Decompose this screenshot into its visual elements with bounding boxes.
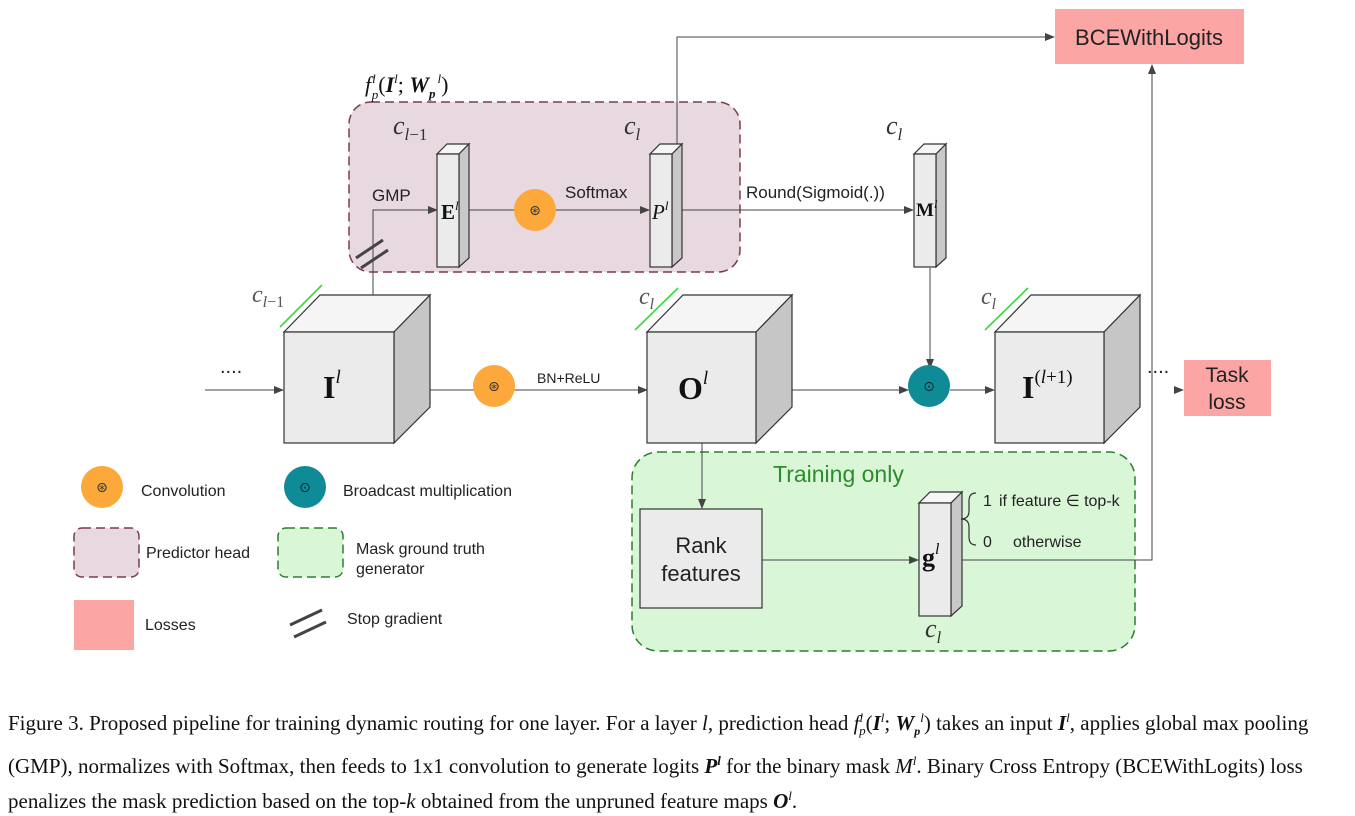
conv-circle-top: ⊛ <box>514 189 556 231</box>
legend-mask-gt-swatch <box>277 527 344 578</box>
legend-broadcast-icon: ⊙ <box>284 466 326 508</box>
task-loss-label-1: Task <box>1205 364 1249 387</box>
i-cube <box>282 293 432 445</box>
legend-losses: Losses <box>145 617 196 634</box>
bce-loss-box <box>1055 9 1244 64</box>
topk-otherwise: otherwise <box>1013 534 1082 551</box>
caption-var-l: l <box>702 711 708 735</box>
topk-brace <box>960 492 977 546</box>
broadcast-circle-main: ⊙ <box>908 365 950 407</box>
gmp-path <box>372 206 438 295</box>
legend-broadcast: Broadcast multiplication <box>343 483 512 500</box>
ellipsis-right: .... <box>1147 356 1169 378</box>
bn-relu-label: BN+ReLU <box>537 370 600 386</box>
legend-mask-gt-1: Mask ground truth <box>356 541 485 558</box>
legend-convolution: Convolution <box>141 483 226 500</box>
caption-part-4: , applies global max pooling (GMP), norm… <box>8 711 1309 779</box>
m-label: Ml <box>916 197 938 221</box>
legend-losses-swatch <box>74 600 134 650</box>
legend-convolution-icon: ⊛ <box>81 466 123 508</box>
e-label: El <box>441 198 459 224</box>
topk-zero: 0 <box>983 534 992 551</box>
c-l-top-m: cl <box>886 111 903 144</box>
topk-one: 1 <box>983 493 992 510</box>
stop-gradient-mark <box>355 238 389 270</box>
legend: ⊛ Convolution ⊙ Broadcast multiplication… <box>73 466 512 650</box>
caption-logits-math: Pl <box>704 753 721 779</box>
c-l-g: cl <box>925 614 942 647</box>
topk-condition: if feature ∈ top-k <box>999 493 1121 510</box>
softmax-label: Softmax <box>565 183 628 202</box>
c-lminus1-top: cl−1 <box>393 111 427 144</box>
training-only-label: Training only <box>773 461 904 487</box>
legend-stop-gradient-icon <box>289 608 327 639</box>
svg-text:⊛: ⊛ <box>529 202 541 218</box>
svg-text:⊙: ⊙ <box>299 479 311 495</box>
c-lminus1-i: cl−1 <box>252 282 284 311</box>
conv-circle-main: ⊛ <box>473 365 515 407</box>
bce-loss-label: BCEWithLogits <box>1075 25 1223 50</box>
m-vector <box>912 142 948 269</box>
task-loss-box <box>1184 360 1271 416</box>
channel-tick-i <box>279 284 323 328</box>
p-vector <box>648 142 684 269</box>
o-cube <box>645 293 794 445</box>
p-to-bce-arrow <box>676 33 1055 153</box>
svg-text:⊛: ⊛ <box>96 479 108 495</box>
gmp-label: GMP <box>372 186 411 205</box>
c-l-o: cl <box>639 284 655 313</box>
c-l-inext: cl <box>981 284 997 313</box>
caption-part-5: for the binary mask <box>720 754 896 779</box>
caption-part-3: takes an input <box>930 711 1058 735</box>
caption-featuremap-math: Ol <box>773 788 792 814</box>
caption-var-k: k <box>406 789 416 814</box>
legend-stop-gradient: Stop gradient <box>347 611 443 628</box>
legend-predictor-head: Predictor head <box>146 545 250 562</box>
caption-part-2: , prediction head <box>707 711 854 735</box>
c-l-top-p: cl <box>624 111 641 144</box>
inext-cube <box>993 293 1142 445</box>
rank-features-label-1: Rank <box>675 533 727 558</box>
p-label: Pl <box>651 198 669 224</box>
caption-mask-math: Ml <box>895 753 917 779</box>
e-vector <box>435 142 471 269</box>
caption-fp-math: flp(Il; Wpl) <box>853 710 931 739</box>
pipeline-diagram: BCEWithLogits Task loss <box>73 9 1271 652</box>
rank-features-label-2: features <box>661 561 741 586</box>
caption-part-7: obtained from the unpruned feature maps <box>415 789 774 814</box>
round-sigmoid-label: Round(Sigmoid(.)) <box>746 183 885 202</box>
caption-input-math: Il <box>1057 710 1070 735</box>
svg-text:⊙: ⊙ <box>923 378 935 394</box>
caption-part-8: . <box>791 789 798 814</box>
channel-tick-inext <box>984 287 1029 331</box>
g-vector <box>917 490 964 618</box>
caption-part-1: Figure 3. Proposed pipeline for training… <box>8 711 702 735</box>
task-loss-label-2: loss <box>1208 391 1245 414</box>
legend-predictor-swatch <box>73 527 140 578</box>
ellipsis-left: .... <box>220 356 242 378</box>
g-to-bce-arrow <box>950 64 1156 561</box>
channel-tick-o <box>634 287 679 331</box>
svg-text:⊛: ⊛ <box>488 378 500 394</box>
legend-mask-gt-2: generator <box>356 561 425 578</box>
figure-caption: Figure 3. Proposed pipeline for training… <box>8 703 1348 816</box>
rank-features-box <box>639 508 763 609</box>
